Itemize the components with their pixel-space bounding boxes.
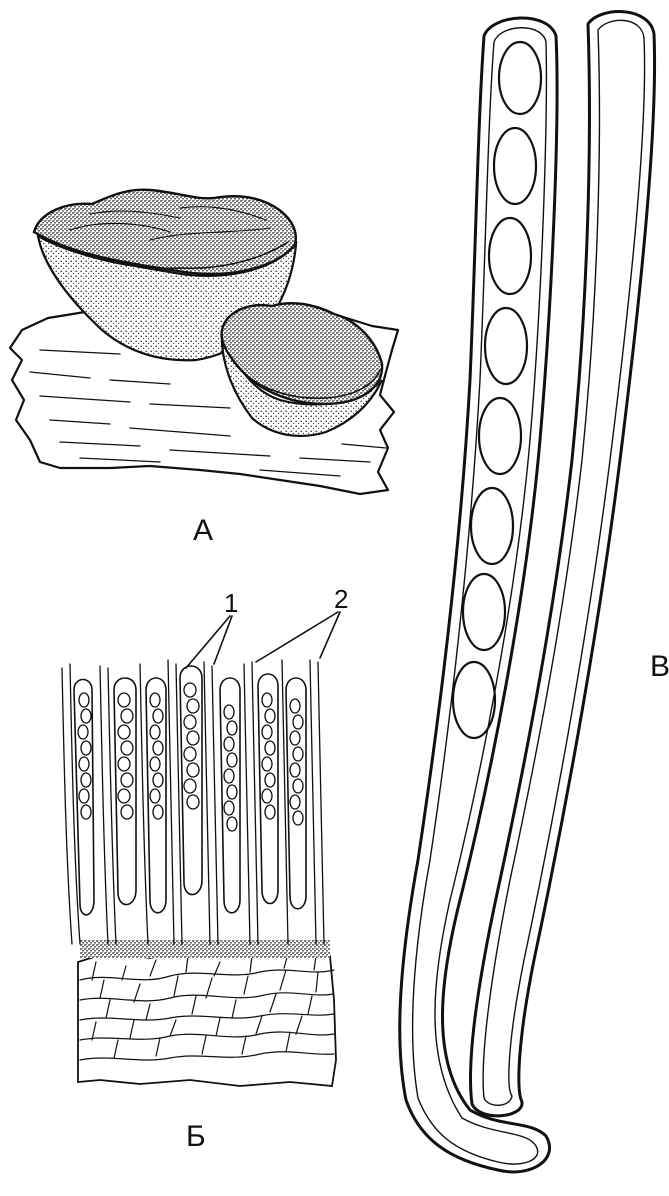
panel-b-hymenium-section — [62, 612, 340, 1086]
ascus — [180, 666, 202, 895]
callout-number-2: 2 — [334, 584, 348, 614]
callout-leaders — [186, 612, 340, 668]
empty-ascus-inner — [483, 20, 644, 1105]
callout-number-1: 1 — [224, 588, 238, 618]
ascus — [114, 678, 136, 905]
leader-2a — [256, 612, 338, 662]
ascospores-large — [453, 42, 541, 738]
leader-1a — [186, 616, 230, 668]
panel-a-fruiting-bodies — [10, 190, 398, 494]
leader-2b — [320, 612, 340, 658]
panel-label-a: А — [193, 514, 213, 547]
panel-label-b: Б — [186, 1120, 206, 1153]
panel-c-asci — [400, 12, 655, 1172]
panel-label-c: В — [650, 650, 669, 683]
subhymenium-band — [80, 940, 330, 958]
